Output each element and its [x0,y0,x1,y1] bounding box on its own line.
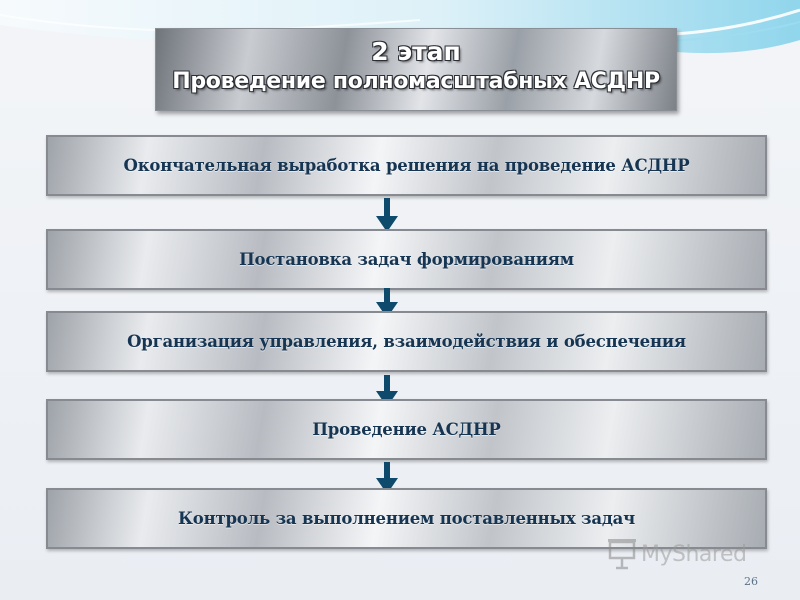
stage-title-box: 2 этап Проведение полномасштабных АСДНР [155,28,677,111]
down-arrow-icon [376,462,398,494]
presentation-board-icon [608,539,636,570]
watermark-text: MyShared [641,541,747,567]
stage-number: 2 этап [371,37,461,66]
flow-step-5: Контроль за выполнением поставленных зад… [46,488,767,549]
flow-step-label: Организация управления, взаимодействия и… [127,332,686,351]
flow-step-label: Проведение АСДНР [312,420,501,439]
stage-title: Проведение полномасштабных АСДНР [172,69,660,94]
page-number: 26 [744,575,758,588]
flow-step-label: Контроль за выполнением поставленных зад… [177,509,636,528]
watermark: MyShared [607,537,747,571]
down-arrow-icon [376,288,398,318]
flow-step-2: Постановка задач формированиям [46,229,767,290]
flow-step-3: Организация управления, взаимодействия и… [46,311,767,372]
flow-step-1: Окончательная выработка решения на прове… [46,135,767,196]
flow-step-4: Проведение АСДНР [46,399,767,460]
flow-step-label: Постановка задач формированиям [239,250,574,269]
down-arrow-icon [376,198,398,232]
flow-step-label: Окончательная выработка решения на прове… [123,156,690,175]
